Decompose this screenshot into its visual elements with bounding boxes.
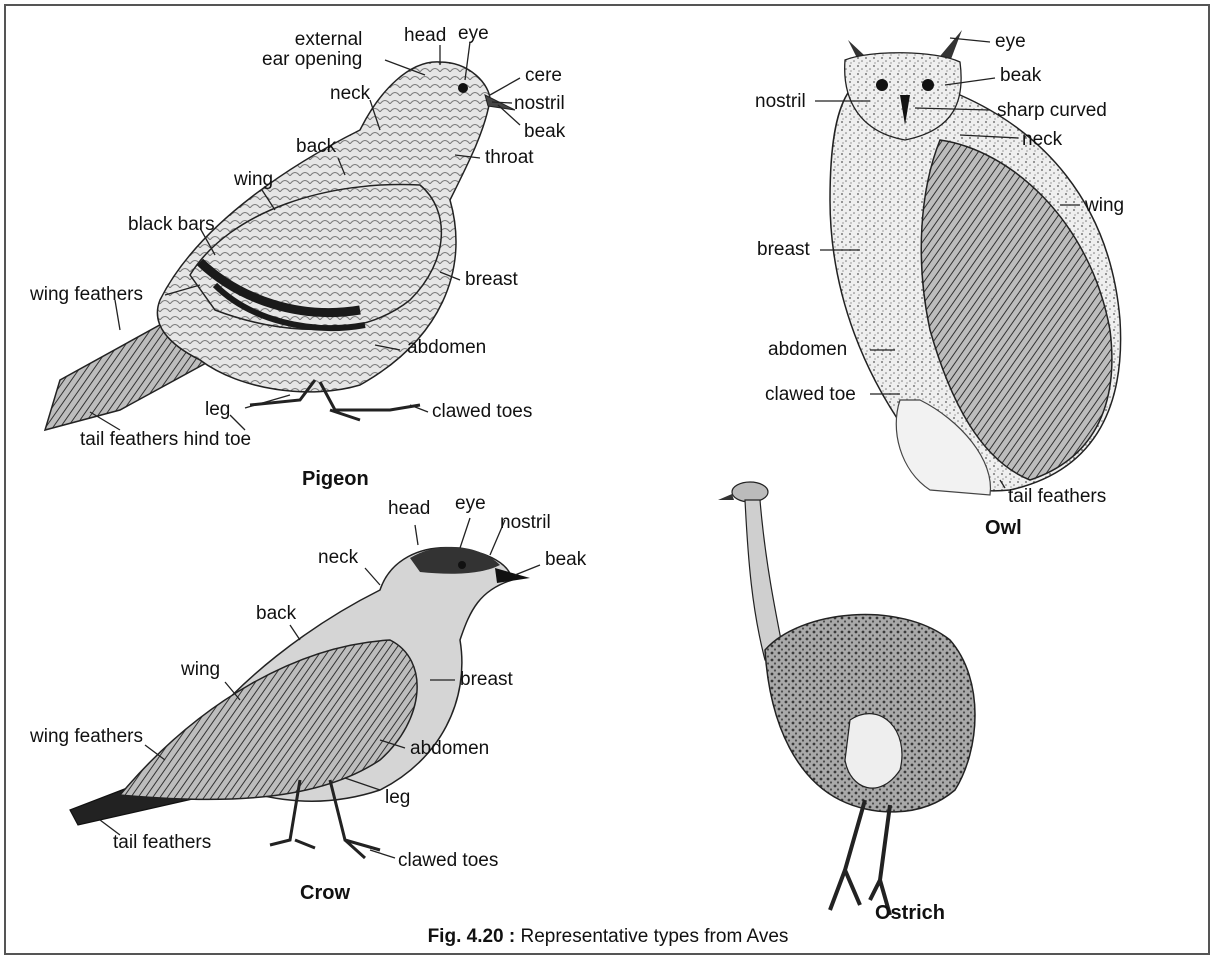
crow-title: Crow	[300, 882, 350, 905]
pigeon-label-wing-feathers: wing feathers	[30, 285, 143, 304]
pigeon-label-leg: leg	[205, 400, 230, 419]
pigeon-label-external-ear: external ear opening	[262, 30, 362, 70]
pigeon-label-nostril: nostril	[514, 94, 565, 113]
pigeon-title: Pigeon	[302, 468, 369, 491]
owl-label-clawed-toe: clawed toe	[765, 385, 856, 404]
pigeon-label-neck: neck	[330, 84, 370, 103]
owl-label-breast: breast	[757, 240, 810, 259]
pigeon-drawing	[45, 62, 515, 430]
crow-label-breast: breast	[460, 670, 513, 689]
owl-label-abdomen: abdomen	[768, 340, 847, 359]
crow-label-abdomen: abdomen	[410, 739, 489, 758]
owl-label-neck: neck	[1022, 130, 1062, 149]
figure-caption-number: Fig. 4.20 :	[428, 926, 516, 947]
owl-label-tail-feathers: tail feathers	[1008, 487, 1106, 506]
pigeon-label-clawed-toes: clawed toes	[432, 402, 532, 421]
crow-label-clawed-toes: clawed toes	[398, 851, 498, 870]
crow-label-tail-feathers: tail feathers	[113, 833, 211, 852]
crow-label-neck: neck	[318, 548, 358, 567]
pigeon-label-head: head	[404, 26, 446, 45]
pigeon-label-beak: beak	[524, 122, 565, 141]
crow-label-wing: wing	[181, 660, 220, 679]
crow-label-leg: leg	[385, 788, 410, 807]
crow-drawing	[70, 547, 530, 858]
owl-label-sharp-curved: sharp curved	[997, 101, 1107, 120]
crow-label-eye: eye	[455, 494, 486, 513]
pigeon-label-throat: throat	[485, 148, 534, 167]
pigeon-label-breast: breast	[465, 270, 518, 289]
owl-label-eye: eye	[995, 32, 1026, 51]
owl-title: Owl	[985, 517, 1022, 540]
pigeon-label-tail-hind-toe: tail feathers hind toe	[80, 430, 251, 449]
owl-label-wing: wing	[1085, 196, 1124, 215]
crow-label-wing-feathers: wing feathers	[30, 727, 143, 746]
crow-label-head: head	[388, 499, 430, 518]
pigeon-label-abdomen: abdomen	[407, 338, 486, 357]
pigeon-label-eye: eye	[458, 24, 489, 43]
figure-caption: Fig. 4.20 : Representative types from Av…	[0, 926, 1216, 948]
pigeon-label-wing: wing	[234, 170, 273, 189]
crow-label-beak: beak	[545, 550, 586, 569]
crow-label-back: back	[256, 604, 296, 623]
pigeon-label-black-bars: black bars	[128, 215, 215, 234]
figure-caption-text: Representative types from Aves	[521, 926, 789, 947]
owl-label-nostril: nostril	[755, 92, 806, 111]
ostrich-drawing	[718, 482, 975, 915]
pigeon-label-cere: cere	[525, 66, 562, 85]
owl-label-beak: beak	[1000, 66, 1041, 85]
pigeon-label-back: back	[296, 137, 336, 156]
crow-label-nostril: nostril	[500, 513, 551, 532]
ostrich-title: Ostrich	[875, 902, 945, 925]
